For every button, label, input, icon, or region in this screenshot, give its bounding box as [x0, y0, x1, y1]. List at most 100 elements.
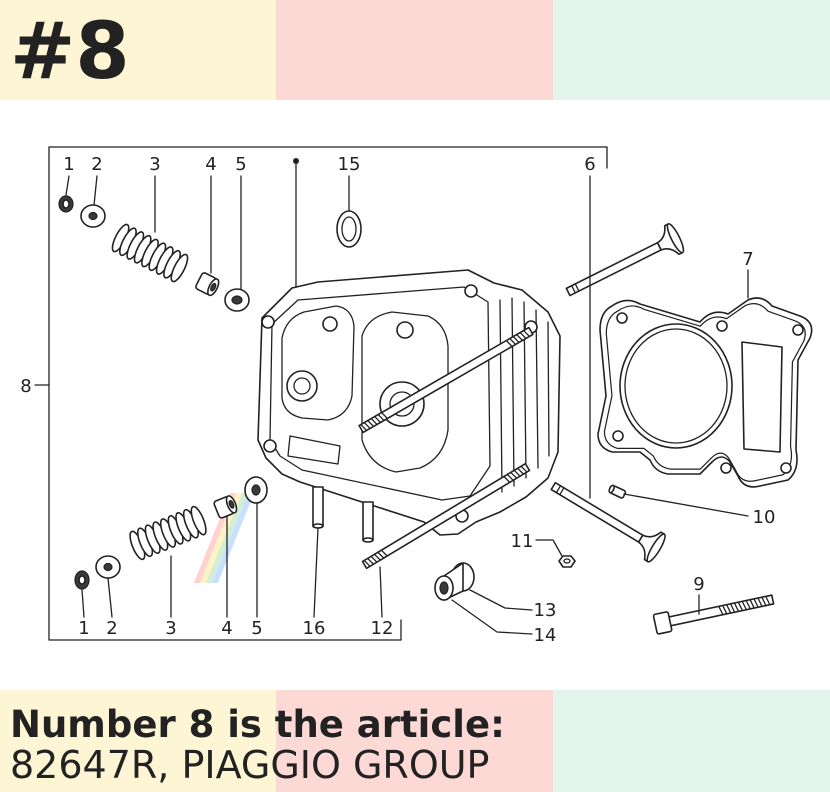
gasket-chain-tunnel — [741, 341, 783, 453]
bolt-hole — [261, 315, 275, 329]
thread-mark — [757, 597, 763, 607]
bolt-hole — [263, 439, 277, 453]
thread-mark — [510, 471, 518, 479]
exhaust-port — [287, 435, 341, 465]
cotter-hole — [78, 575, 86, 585]
callout-label-15: 15 — [338, 154, 361, 175]
gasket-bolt-hole — [792, 324, 804, 336]
thread-mark — [505, 339, 513, 348]
washer-hole — [103, 562, 113, 572]
valve-upper — [565, 223, 685, 297]
page-title: #8 — [10, 7, 130, 97]
assembly-marker-dot — [293, 158, 299, 164]
thread-mark — [512, 335, 520, 344]
callout-labels: 1 2 3 4 5 15 6 7 10 11 9 13 14 1 2 3 4 5… — [63, 154, 775, 646]
thread-mark — [523, 329, 531, 338]
leader-line — [107, 577, 113, 618]
stud-thread — [363, 549, 388, 567]
callout-label-13: 13 — [534, 600, 557, 621]
leader-line — [469, 589, 533, 611]
ring-inner — [341, 216, 357, 242]
thread-mark — [373, 553, 381, 561]
cotter-1-bottom — [74, 570, 90, 590]
thread-mark — [745, 600, 751, 610]
thread-mark — [374, 415, 382, 424]
thread-mark — [520, 465, 528, 473]
cotter-1-top — [58, 195, 74, 213]
cotter-hole — [62, 199, 70, 209]
watermark-stripe-blue — [211, 493, 255, 583]
thread-mark — [367, 419, 375, 428]
washer-hole — [251, 484, 261, 496]
stud-thread — [503, 465, 528, 483]
washer-2-top — [80, 204, 106, 228]
valve-head — [666, 223, 685, 254]
valve-seal-4-top — [195, 272, 220, 297]
callout-label-top-1: 1 — [63, 154, 74, 175]
thread-mark — [519, 331, 527, 340]
callout-label-top-3: 3 — [149, 154, 160, 175]
leader-line — [93, 175, 98, 206]
callout-label-bottom-5: 5 — [251, 618, 262, 639]
dowel-end — [608, 484, 615, 494]
thread-mark — [377, 551, 385, 559]
callout-label-11: 11 — [511, 531, 534, 552]
long-stud-12 — [361, 462, 531, 570]
callout-label-6: 6 — [584, 154, 595, 175]
leader-lines — [65, 163, 749, 635]
thread-mark — [741, 601, 747, 610]
spacer-13-14 — [434, 562, 475, 601]
cylinder-head-gasket — [597, 297, 813, 488]
watermark-stripe-yellow — [199, 493, 243, 583]
thread-mark — [753, 598, 759, 608]
header-band: #8 — [0, 0, 830, 100]
article-heading: Number 8 is the article: — [10, 703, 505, 746]
thread-mark — [726, 604, 732, 614]
footer-band-left — [0, 690, 276, 792]
gasket-inner-outline — [603, 303, 806, 482]
nut-hole — [563, 558, 571, 564]
thread-mark — [363, 559, 371, 567]
valve-spring-3-bottom — [129, 505, 207, 561]
stud-thread — [505, 329, 531, 348]
callout-label-bottom-4: 4 — [221, 618, 232, 639]
leader-line — [535, 539, 563, 557]
stud-shank — [362, 501, 374, 541]
cylinder-head-exploded-diagram: 8 — [20, 146, 813, 646]
callout-label-10: 10 — [753, 507, 776, 528]
thread-mark — [722, 605, 728, 615]
bolt-head — [652, 611, 673, 635]
valve-stem — [565, 241, 662, 297]
stud-16-right — [362, 501, 374, 543]
thread-mark — [506, 473, 514, 481]
thread-mark — [360, 423, 368, 432]
valve-keeper-groove — [555, 485, 565, 496]
callout-label-12: 12 — [371, 618, 394, 639]
spring-coil — [190, 505, 207, 536]
thread-mark — [516, 333, 524, 342]
leader-line — [379, 566, 383, 618]
callout-label-bottom-1: 1 — [78, 618, 89, 639]
callout-label-7: 7 — [742, 249, 753, 270]
stud-end — [362, 537, 374, 543]
valve-port-left — [293, 377, 311, 395]
valve-seat-left — [286, 370, 318, 402]
valve-lower — [550, 481, 666, 563]
bolt-hole — [464, 284, 478, 298]
leader-line — [81, 589, 85, 618]
nut-11 — [558, 555, 576, 568]
article-number-and-brand: 82647R, PIAGGIO GROUP — [10, 743, 490, 787]
stud-thread — [360, 411, 389, 432]
thread-mark — [730, 603, 736, 613]
ring-15 — [336, 210, 362, 248]
valve-stem — [550, 481, 644, 543]
gasket-bolt-hole — [612, 430, 624, 442]
ring-outer — [336, 210, 362, 248]
callout-label-top-2: 2 — [91, 154, 102, 175]
stud-16-left — [312, 486, 324, 529]
thread-mark — [509, 337, 517, 346]
thread-mark — [737, 602, 743, 611]
dowel-pin-10 — [608, 484, 627, 499]
nut-body — [558, 555, 576, 568]
valve-seal-4-bottom — [213, 495, 238, 519]
